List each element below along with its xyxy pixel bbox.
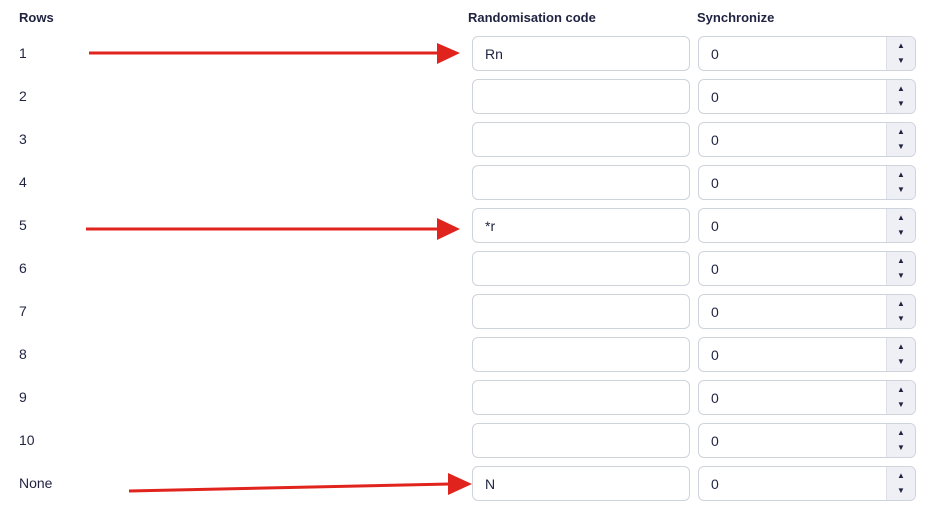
table-row: 5 0 ▲ ▼ [0, 208, 937, 243]
row-label: 8 [19, 346, 27, 362]
row-label: 5 [19, 217, 27, 233]
row-label: 4 [19, 174, 27, 190]
increment-arrow-icon[interactable]: ▲ [897, 299, 905, 308]
table-row: 4 0 ▲ ▼ [0, 165, 937, 200]
synchronize-spinbox[interactable]: 0 ▲ ▼ [698, 294, 916, 329]
decrement-arrow-icon[interactable]: ▼ [897, 228, 905, 237]
increment-arrow-icon[interactable]: ▲ [897, 428, 905, 437]
stepper: ▲ ▼ [886, 338, 915, 371]
header-synchronize: Synchronize [697, 10, 775, 25]
stepper: ▲ ▼ [886, 209, 915, 242]
randomisation-code-input[interactable] [472, 165, 690, 200]
table-row: 10 0 ▲ ▼ [0, 423, 937, 458]
header-randomisation-code: Randomisation code [468, 10, 596, 25]
synchronize-value: 0 [711, 304, 719, 320]
decrement-arrow-icon[interactable]: ▼ [897, 357, 905, 366]
row-label: 9 [19, 389, 27, 405]
stepper: ▲ ▼ [886, 123, 915, 156]
synchronize-spinbox[interactable]: 0 ▲ ▼ [698, 466, 916, 501]
synchronize-value: 0 [711, 433, 719, 449]
stepper: ▲ ▼ [886, 467, 915, 500]
decrement-arrow-icon[interactable]: ▼ [897, 56, 905, 65]
arrow-3-head [448, 473, 472, 495]
decrement-arrow-icon[interactable]: ▼ [897, 443, 905, 452]
table-row: 7 0 ▲ ▼ [0, 294, 937, 329]
increment-arrow-icon[interactable]: ▲ [897, 385, 905, 394]
increment-arrow-icon[interactable]: ▲ [897, 84, 905, 93]
row-label: 2 [19, 88, 27, 104]
increment-arrow-icon[interactable]: ▲ [897, 127, 905, 136]
decrement-arrow-icon[interactable]: ▼ [897, 486, 905, 495]
synchronize-value: 0 [711, 261, 719, 277]
synchronize-spinbox[interactable]: 0 ▲ ▼ [698, 122, 916, 157]
synchronize-value: 0 [711, 476, 719, 492]
synchronize-value: 0 [711, 132, 719, 148]
synchronize-value: 0 [711, 347, 719, 363]
synchronize-value: 0 [711, 175, 719, 191]
table-row: 3 0 ▲ ▼ [0, 122, 937, 157]
arrow-2-head [437, 218, 460, 240]
randomisation-code-input[interactable] [472, 122, 690, 157]
synchronize-spinbox[interactable]: 0 ▲ ▼ [698, 79, 916, 114]
stepper: ▲ ▼ [886, 424, 915, 457]
randomisation-code-input[interactable] [472, 466, 690, 501]
randomisation-code-input[interactable] [472, 79, 690, 114]
table-row: 1 0 ▲ ▼ [0, 36, 937, 71]
increment-arrow-icon[interactable]: ▲ [897, 170, 905, 179]
increment-arrow-icon[interactable]: ▲ [897, 256, 905, 265]
synchronize-spinbox[interactable]: 0 ▲ ▼ [698, 165, 916, 200]
randomisation-code-input[interactable] [472, 208, 690, 243]
decrement-arrow-icon[interactable]: ▼ [897, 99, 905, 108]
randomisation-code-input[interactable] [472, 251, 690, 286]
synchronize-spinbox[interactable]: 0 ▲ ▼ [698, 337, 916, 372]
synchronize-spinbox[interactable]: 0 ▲ ▼ [698, 208, 916, 243]
header-rows: Rows [19, 10, 54, 25]
increment-arrow-icon[interactable]: ▲ [897, 471, 905, 480]
randomisation-code-input[interactable] [472, 423, 690, 458]
randomisation-code-input[interactable] [472, 337, 690, 372]
stepper: ▲ ▼ [886, 166, 915, 199]
row-label: 1 [19, 45, 27, 61]
synchronize-value: 0 [711, 46, 719, 62]
randomisation-code-input[interactable] [472, 294, 690, 329]
table-row: 8 0 ▲ ▼ [0, 337, 937, 372]
arrow-3-shaft [128, 482, 451, 493]
arrow-1-head [437, 43, 460, 64]
row-label: None [19, 475, 53, 491]
stepper: ▲ ▼ [886, 381, 915, 414]
synchronize-spinbox[interactable]: 0 ▲ ▼ [698, 423, 916, 458]
row-label: 6 [19, 260, 27, 276]
synchronize-value: 0 [711, 390, 719, 406]
decrement-arrow-icon[interactable]: ▼ [897, 271, 905, 280]
table-row: None 0 ▲ ▼ [0, 466, 937, 501]
increment-arrow-icon[interactable]: ▲ [897, 342, 905, 351]
increment-arrow-icon[interactable]: ▲ [897, 213, 905, 222]
row-label: 3 [19, 131, 27, 147]
stepper: ▲ ▼ [886, 295, 915, 328]
row-label: 10 [19, 432, 35, 448]
stepper: ▲ ▼ [886, 252, 915, 285]
synchronize-spinbox[interactable]: 0 ▲ ▼ [698, 380, 916, 415]
stepper: ▲ ▼ [886, 37, 915, 70]
synchronize-value: 0 [711, 89, 719, 105]
decrement-arrow-icon[interactable]: ▼ [897, 185, 905, 194]
randomisation-code-input[interactable] [472, 36, 690, 71]
synchronize-spinbox[interactable]: 0 ▲ ▼ [698, 36, 916, 71]
synchronize-spinbox[interactable]: 0 ▲ ▼ [698, 251, 916, 286]
row-label: 7 [19, 303, 27, 319]
decrement-arrow-icon[interactable]: ▼ [897, 400, 905, 409]
decrement-arrow-icon[interactable]: ▼ [897, 314, 905, 323]
increment-arrow-icon[interactable]: ▲ [897, 41, 905, 50]
table-row: 9 0 ▲ ▼ [0, 380, 937, 415]
decrement-arrow-icon[interactable]: ▼ [897, 142, 905, 151]
stepper: ▲ ▼ [886, 80, 915, 113]
table-row: 6 0 ▲ ▼ [0, 251, 937, 286]
table-row: 2 0 ▲ ▼ [0, 79, 937, 114]
randomisation-code-input[interactable] [472, 380, 690, 415]
synchronize-value: 0 [711, 218, 719, 234]
